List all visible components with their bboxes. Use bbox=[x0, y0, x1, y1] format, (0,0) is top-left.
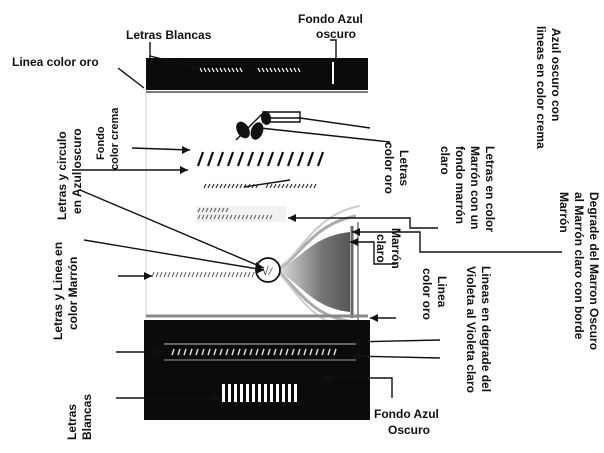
label-lineas-degrade-violeta-line2: Violeta al Violeta claro bbox=[464, 266, 478, 393]
callout-lines bbox=[72, 39, 562, 399]
brown-letters-line bbox=[151, 271, 255, 278]
callout-arrowheads bbox=[144, 64, 378, 402]
label-letras-circulo-azul-line1: Letras y circulo bbox=[55, 131, 69, 220]
label-letras-blancas-bottom-line2: Blancas bbox=[80, 394, 94, 440]
label-fondo-azul-oscuro-top-line1: Fondo Azul bbox=[298, 12, 363, 26]
label-letras-color-oro-line2: color oro bbox=[382, 142, 396, 194]
label-letras-marron-fondo-line2: Marrón con un bbox=[468, 146, 482, 229]
brown-gradient-fan bbox=[277, 205, 361, 333]
label-letras-blancas-bottom-line1: Letras bbox=[65, 404, 79, 440]
label-letras-marron-fondo-line1: Letras en color bbox=[483, 146, 497, 232]
label-letras-linea-marron-line1: Letras y Linea en bbox=[51, 242, 65, 340]
label-fondo-color-crema-line2: color crema bbox=[109, 107, 121, 170]
label-artwork: √/ bbox=[144, 58, 370, 420]
label-fondo-azul-oscuro-bottom-line2: Oscuro bbox=[388, 423, 430, 437]
bottom-dark-blue-band bbox=[144, 320, 370, 420]
leaf-emblem bbox=[235, 111, 272, 141]
label-letras-linea-marron-line2: color Marrón bbox=[66, 257, 80, 330]
label-letras-color-oro-line1: Letras bbox=[397, 150, 411, 186]
violet-gradient-letters bbox=[171, 348, 337, 356]
light-brown-text-background bbox=[196, 206, 286, 222]
label-degrade-marron-line2: al Marrón claro con borde bbox=[572, 192, 586, 340]
label-marron-claro-line2: claro bbox=[374, 234, 388, 263]
circle-letters: √/ bbox=[262, 264, 274, 278]
label-fondo-azul-oscuro-bottom-line1: Fondo Azul bbox=[374, 407, 439, 421]
brown-letters-row bbox=[197, 207, 273, 220]
label-letras-circulo-azul-line2: en Azul oscuro bbox=[70, 128, 84, 214]
label-letras-marron-fondo-line4: claro bbox=[438, 146, 452, 175]
top-band-white-letters bbox=[199, 67, 301, 73]
label-marron-claro-line1: Marrón bbox=[389, 228, 403, 269]
label-letras-blancas-top: Letras Blancas bbox=[126, 28, 212, 42]
label-linea-color-oro-side-line1: Linea bbox=[435, 276, 449, 308]
label-fondo-azul-oscuro-top-line2: oscuro bbox=[316, 27, 356, 41]
label-linea-color-oro-side-line2: color oro bbox=[420, 268, 434, 320]
label-linea-color-oro: Linea color oro bbox=[12, 55, 99, 69]
label-fondo-color-crema-line1: Fondo bbox=[95, 126, 107, 160]
label-degrade-marron-line3: Marrón bbox=[557, 192, 571, 233]
label-letras-marron-fondo-line3: fondo marrón bbox=[453, 146, 467, 224]
label-lineas-degrade-violeta-line1: Lineas en degrade del bbox=[479, 266, 493, 392]
label-azul-oscuro-lineas-crema-line2: lineas en color crema bbox=[534, 26, 548, 149]
bottom-white-letters bbox=[222, 384, 297, 402]
label-azul-oscuro-lineas-crema-line1: Azul oscuro con bbox=[549, 28, 563, 121]
label-degrade-marron-line1: Degrade del Marron Oscuro bbox=[587, 192, 601, 350]
gold-letters-row bbox=[196, 151, 325, 167]
